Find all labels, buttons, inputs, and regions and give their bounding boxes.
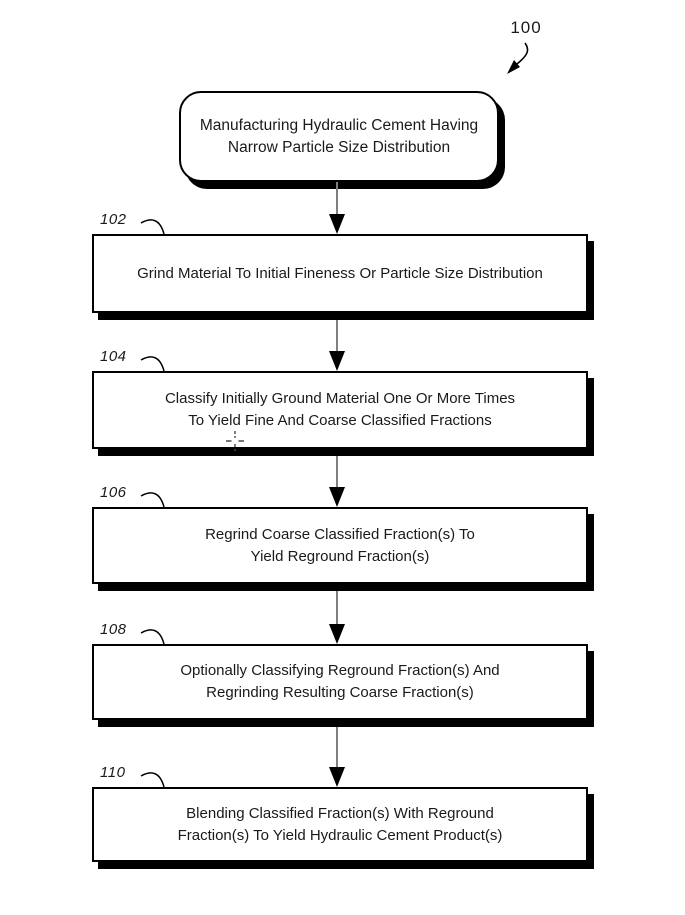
- flowchart-step-106: Regrind Coarse Classified Fraction(s) To…: [92, 507, 588, 584]
- arrow-down-icon: [329, 351, 345, 371]
- arrow-down-icon: [329, 214, 345, 234]
- reference-hook-icon: [140, 492, 165, 508]
- step-label: Grind Material To Initial Fineness Or Pa…: [137, 264, 543, 282]
- connector-stem: [336, 313, 338, 352]
- flowchart-step-104: Classify Initially Ground Material One O…: [92, 371, 588, 449]
- figure-reference-label: 100: [510, 18, 542, 37]
- connector-stem: [336, 722, 338, 768]
- start-node-label: Manufacturing Hydraulic Cement Having Na…: [199, 116, 479, 156]
- flow-connector: [329, 722, 345, 787]
- connector-stem: [336, 586, 338, 625]
- arrow-down-icon: [329, 487, 345, 507]
- flow-connector: [329, 313, 345, 371]
- reference-hook-icon: [140, 772, 165, 788]
- step-label: Regrind Coarse Classified Fraction(s) To…: [205, 525, 475, 565]
- flowchart-step-102: Grind Material To Initial Fineness Or Pa…: [92, 234, 588, 313]
- step-ref-110: 110: [100, 764, 126, 781]
- reference-hook-icon: [140, 219, 165, 235]
- step-ref-106: 106: [100, 484, 127, 501]
- crosshair-icon: [226, 431, 244, 451]
- step-ref-104: 104: [100, 348, 127, 365]
- flowchart-step-108: Optionally Classifying Reground Fraction…: [92, 644, 588, 720]
- step-ref-108: 108: [100, 621, 127, 638]
- flow-connector: [329, 450, 345, 507]
- connector-stem: [336, 450, 338, 488]
- arrow-down-icon: [329, 767, 345, 787]
- flow-connector: [329, 586, 345, 644]
- reference-hook-icon: [140, 356, 165, 372]
- flowchart-step-110: Blending Classified Fraction(s) With Reg…: [92, 787, 588, 862]
- curved-arrow-down-left-icon: [507, 42, 529, 74]
- step-label: Optionally Classifying Reground Fraction…: [180, 662, 500, 701]
- reference-hook-icon: [140, 629, 165, 645]
- arrow-down-icon: [329, 624, 345, 644]
- flow-connector: [329, 182, 345, 234]
- step-label: Classify Initially Ground Material One O…: [164, 390, 516, 429]
- flowchart-start-node: Manufacturing Hydraulic Cement Having Na…: [179, 91, 499, 182]
- step-ref-102: 102: [100, 211, 127, 228]
- connector-stem: [336, 182, 338, 215]
- step-label: Blending Classified Fraction(s) With Reg…: [177, 804, 503, 844]
